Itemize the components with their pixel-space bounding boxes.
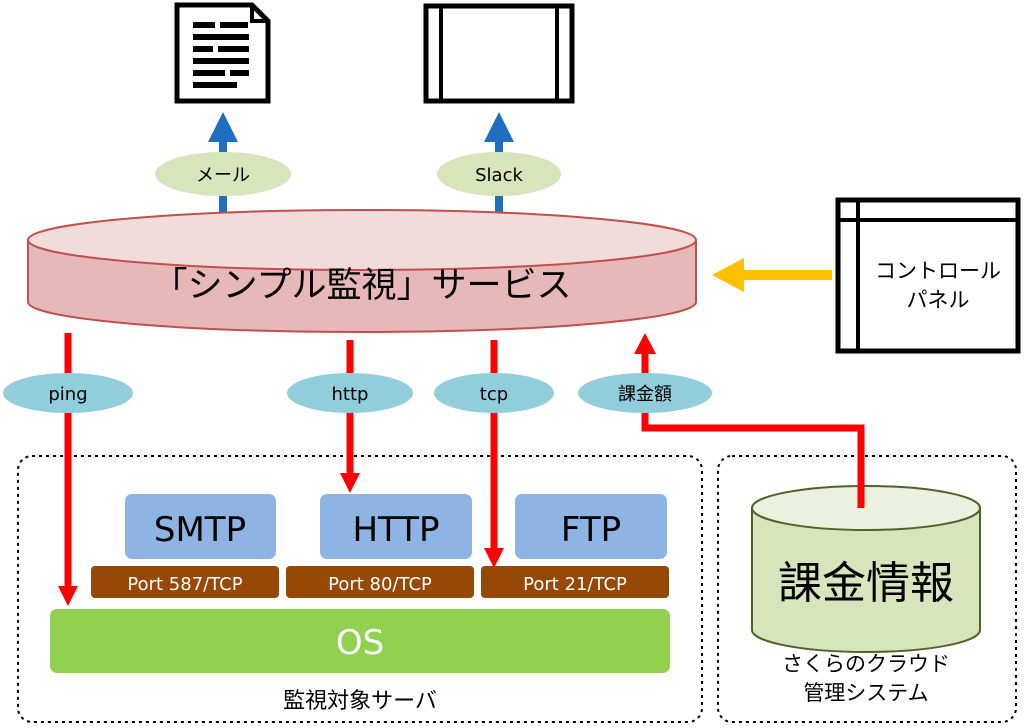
mail-label: メール	[155, 152, 291, 196]
cloud-system-label-2: 管理システム	[803, 681, 928, 705]
billing-label-text: 課金額	[618, 384, 672, 405]
service-box-http: HTTP	[320, 494, 472, 559]
ftp-label: FTP	[561, 510, 621, 550]
port-bar-ftp: Port 21/TCP	[481, 566, 669, 598]
port-smtp-label: Port 587/TCP	[127, 574, 242, 595]
port-http-label: Port 80/TCP	[328, 574, 432, 595]
document-icon	[174, 2, 271, 104]
http-check-label: http	[287, 373, 413, 413]
control-panel-arrow	[712, 258, 832, 292]
os-bar: OS	[50, 609, 670, 673]
ping-label-text: ping	[48, 384, 87, 405]
cloud-system-label-1: さくらのクラウド	[782, 652, 950, 676]
service-cylinder: 「シンプル監視」サービス	[27, 209, 697, 333]
service-box-ftp: FTP	[515, 494, 667, 559]
window-icon	[423, 3, 575, 104]
billing-arrow	[634, 333, 865, 508]
service-box-smtp: SMTP	[125, 494, 276, 559]
os-label: OS	[336, 623, 384, 663]
tcp-label-text: tcp	[480, 384, 508, 405]
http-arrow	[340, 340, 360, 493]
http-check-label-text: http	[332, 384, 369, 405]
service-label: 「シンプル監視」サービス	[153, 266, 572, 306]
http-label: HTTP	[352, 510, 439, 550]
billing-db-cylinder: 課金情報	[751, 485, 981, 653]
slack-label-text: Slack	[475, 165, 523, 186]
mail-label-text: メール	[196, 165, 250, 186]
control-panel-label-2: パネル	[907, 288, 970, 312]
tcp-label: tcp	[434, 373, 554, 413]
billing-db-label: 課金情報	[778, 558, 954, 609]
slack-label: Slack	[437, 152, 561, 196]
cloud-system-container	[717, 455, 1017, 723]
port-ftp-label: Port 21/TCP	[523, 574, 627, 595]
billing-label: 課金額	[578, 373, 712, 413]
port-bar-smtp: Port 587/TCP	[91, 566, 279, 598]
control-panel-label-1: コントロール	[875, 259, 1001, 283]
control-panel-icon: コントロール パネル	[835, 197, 1021, 354]
ping-label: ping	[3, 373, 133, 413]
smtp-label: SMTP	[154, 510, 246, 550]
port-bar-http: Port 80/TCP	[286, 566, 474, 598]
target-server-label: 監視対象サーバ	[283, 689, 437, 714]
